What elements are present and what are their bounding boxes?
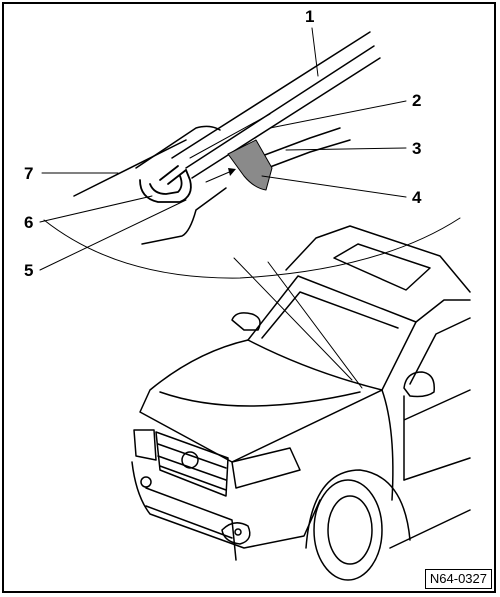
vehicle-door-line [403, 389, 471, 481]
vw-emblem [181, 451, 199, 469]
vehicle-mirror-right [403, 371, 435, 398]
inner-trim-strip [189, 113, 271, 159]
callout-1: 1 [305, 7, 315, 26]
vehicle-mirror-left [231, 312, 261, 331]
callout-3: 3 [412, 139, 422, 158]
figure-reference-code: N64-0327 [424, 569, 492, 589]
body-panel-line [73, 139, 187, 197]
wheel-arch [305, 469, 411, 549]
leader-1 [311, 27, 319, 77]
detail-pointer-line-1 [233, 257, 353, 381]
body-panel-line-2 [135, 125, 221, 169]
leader-lines [39, 27, 407, 271]
hood-crease [159, 391, 361, 407]
detail-circle-outline [43, 217, 461, 279]
vehicle-drawing [131, 225, 471, 581]
leader-4 [261, 175, 407, 198]
front-wheel [313, 479, 383, 581]
component-4-clip [227, 139, 273, 191]
fog-lamp-right-center [234, 528, 242, 536]
vehicle-a-pillar [415, 299, 471, 323]
direction-arrow-head [228, 168, 236, 176]
detail-view [43, 31, 461, 389]
detail-pointer-line-2 [267, 261, 363, 389]
vehicle-roof [285, 225, 471, 293]
seal-profile-lip [159, 165, 187, 185]
leader-2 [269, 100, 407, 129]
callout-2: 2 [412, 91, 422, 110]
callout-5: 5 [24, 261, 34, 280]
callout-7: 7 [24, 164, 34, 183]
headlight-left [133, 429, 157, 461]
vehicle-grille [155, 431, 229, 497]
front-wheel-rim [327, 495, 373, 565]
headlight-right [231, 447, 301, 489]
bumper-guard [145, 487, 237, 561]
windshield-glass-section [171, 31, 381, 179]
scuttle-panel-line [141, 187, 227, 245]
vehicle-side-window [409, 317, 471, 385]
callout-4: 4 [412, 188, 422, 207]
front-bumper [131, 461, 321, 549]
windshield-inner-line [261, 291, 399, 339]
vehicle-sunroof [333, 243, 431, 291]
vehicle-lower-body [389, 457, 471, 549]
leader-6 [39, 195, 153, 223]
leader-5 [39, 199, 187, 271]
fog-lamp-right [221, 522, 251, 545]
vehicle-windshield [247, 275, 417, 391]
cover-panel-line [261, 127, 351, 171]
callout-6: 6 [24, 213, 34, 232]
seal-profile [139, 169, 192, 203]
vehicle-hood [139, 339, 383, 463]
windshield-lower-edge [247, 339, 383, 391]
fender-line [381, 389, 394, 501]
fog-lamp-left [140, 476, 152, 488]
leader-3 [285, 147, 407, 151]
